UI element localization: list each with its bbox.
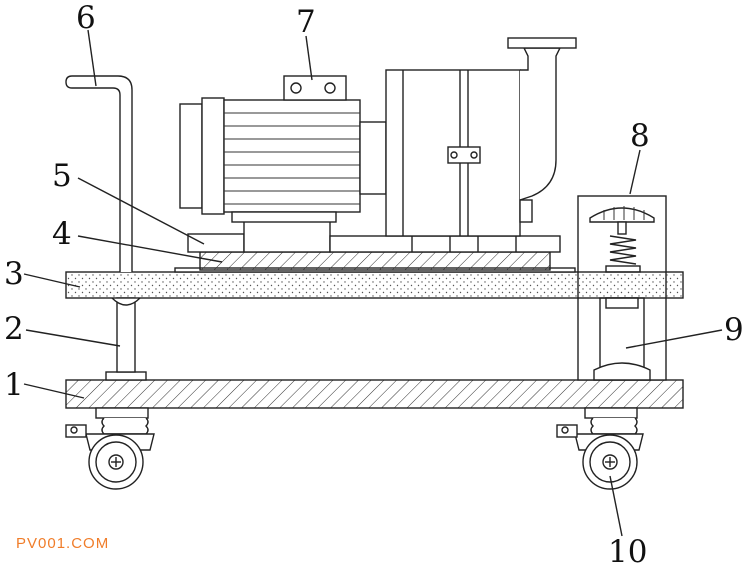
upper-platform [65,271,684,299]
leader-5 [77,177,205,245]
right-caster-wheel [556,407,644,490]
leader-9 [625,329,723,349]
leader-2 [25,329,121,347]
leader-4 [77,235,223,263]
part-label-8: 8 [630,118,650,154]
base-plate [65,379,684,409]
part-label-3: 3 [4,256,24,292]
part-label-4: 4 [52,216,72,252]
left-caster-wheel [65,407,155,490]
leader-1 [23,383,85,399]
push-handle [65,75,133,272]
leader-8 [629,149,641,195]
part-label-5: 5 [52,158,72,194]
part-label-2: 2 [4,311,24,347]
support-column [105,297,147,381]
part-label-1: 1 [4,367,24,403]
leader-lines [23,29,723,537]
leader-3 [23,273,81,288]
part-label-9: 9 [724,312,744,348]
part-label-6: 6 [76,0,96,36]
mounting-plate [174,251,576,273]
watermark-text: PV001.COM [16,535,109,552]
leader-7 [305,35,313,81]
leader-10 [609,475,623,537]
part-label-7: 7 [296,4,316,40]
motor [179,75,387,223]
leader-6 [87,29,97,87]
part-label-10: 10 [608,534,647,568]
motor-base-block [187,219,561,253]
spring-damper [589,206,655,273]
pump-housing [385,37,577,237]
